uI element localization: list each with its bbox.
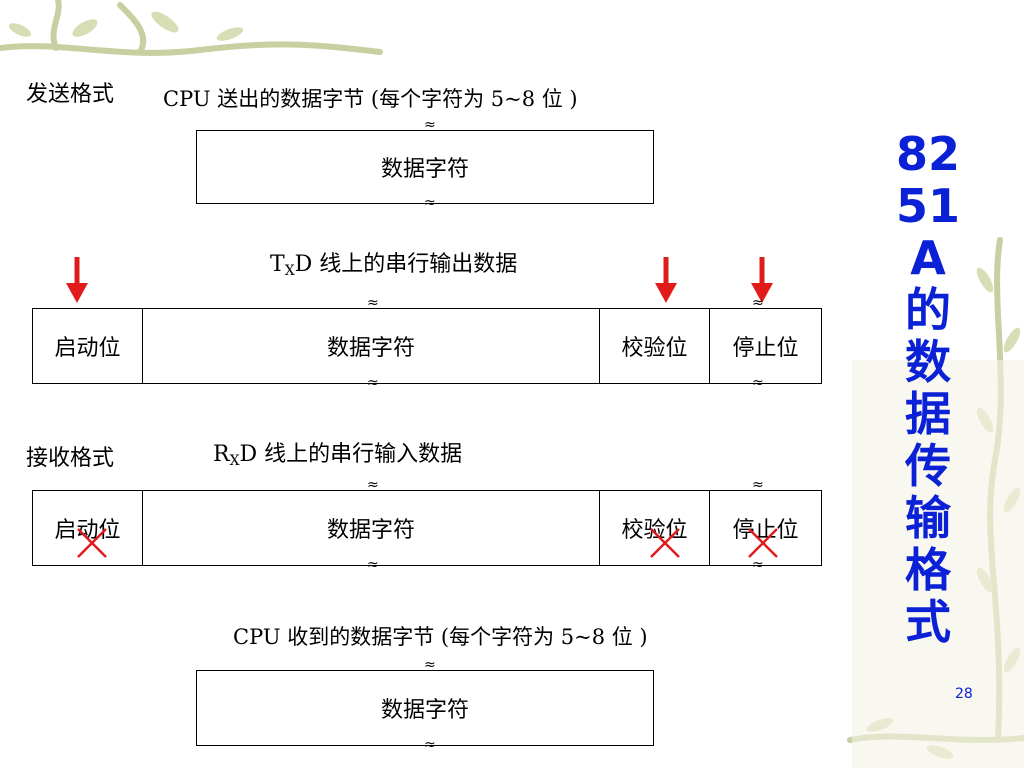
wavy-break-icon: ≈: [752, 375, 764, 391]
wavy-break-icon: ≈: [367, 557, 379, 573]
send-data-box: 数据字符: [196, 130, 654, 204]
wavy-break-icon: ≈: [752, 557, 764, 573]
wavy-break-icon: ≈: [367, 295, 379, 311]
txd-start-bit: 启动位: [33, 309, 143, 383]
txd-frame: 启动位 数据字符 校验位 停止位: [32, 308, 822, 384]
slide-title: 8251A的数据传输格式: [895, 127, 960, 649]
cpu-receive-caption: CPU 收到的数据字节 (每个字符为 5~8 位 ): [233, 625, 648, 649]
cross-icon: [650, 528, 680, 558]
arrow-down-icon: [655, 257, 677, 303]
wavy-break-icon: ≈: [752, 477, 764, 493]
rxd-data-chars: 数据字符: [143, 491, 600, 565]
cross-icon: [77, 528, 107, 558]
txd-stop-bit: 停止位: [732, 336, 799, 361]
wavy-break-icon: ≈: [367, 375, 379, 391]
wavy-break-icon: ≈: [752, 295, 764, 311]
wavy-break-icon: ≈: [424, 657, 436, 673]
arrow-down-icon: [751, 257, 773, 303]
page-number: 28: [955, 686, 973, 702]
send-data-text: 数据字符: [380, 157, 469, 182]
receive-data-box: 数据字符: [196, 670, 654, 746]
wavy-break-icon: ≈: [424, 195, 436, 211]
send-format-label: 发送格式: [26, 82, 115, 107]
receive-data-text: 数据字符: [380, 698, 469, 723]
cross-icon: [748, 528, 778, 558]
receive-format-label: 接收格式: [26, 446, 115, 471]
arrow-down-icon: [66, 257, 88, 303]
txd-caption: TXD 线上的串行输出数据: [270, 252, 518, 279]
wavy-break-icon: ≈: [367, 477, 379, 493]
rxd-frame: 启动位 数据字符 校验位 停止位: [32, 490, 822, 566]
wavy-break-icon: ≈: [424, 737, 436, 753]
txd-parity-bit: 校验位: [600, 309, 710, 383]
cpu-send-caption: CPU 送出的数据字节 (每个字符为 5~8 位 ): [163, 87, 578, 111]
rxd-caption: RXD 线上的串行输入数据: [213, 442, 463, 469]
txd-data-chars: 数据字符: [143, 309, 600, 383]
wavy-break-icon: ≈: [424, 117, 436, 133]
